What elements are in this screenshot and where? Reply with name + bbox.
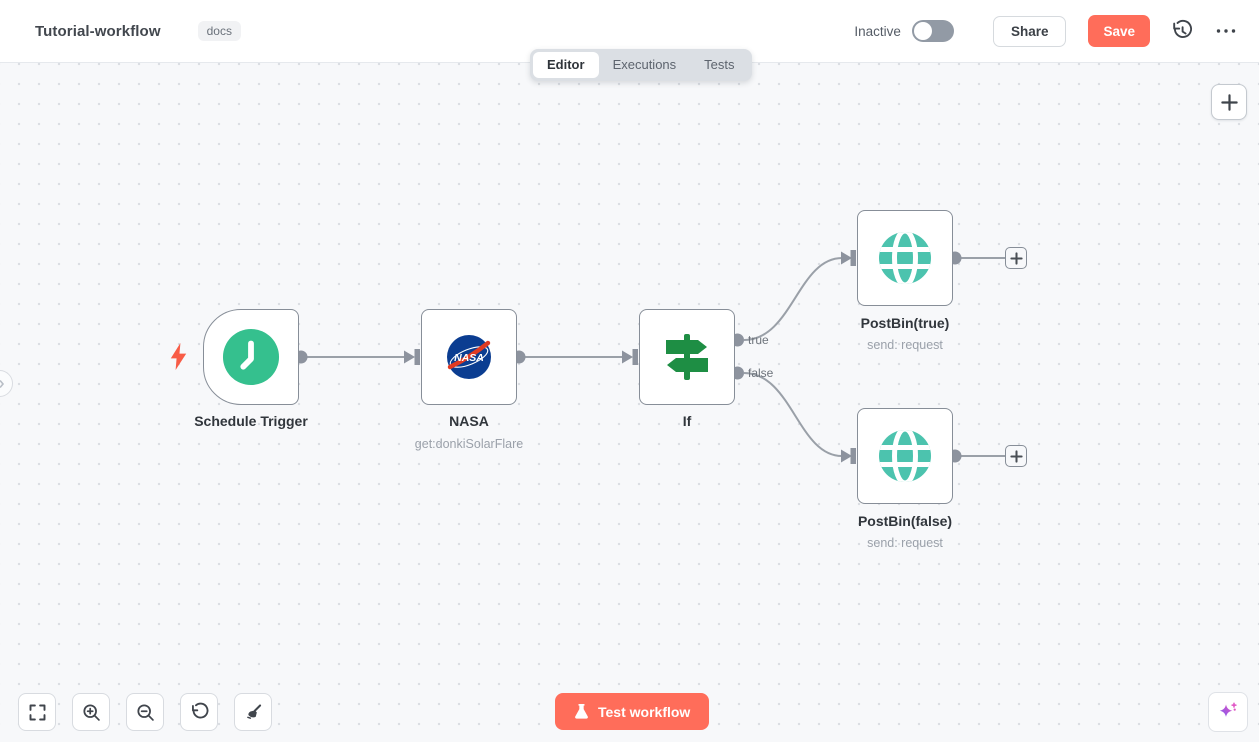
tab-tests[interactable]: Tests <box>704 57 735 72</box>
sparkles-icon <box>1219 702 1237 717</box>
reset-zoom-button[interactable] <box>180 693 218 731</box>
append-node-button-false[interactable] <box>1005 445 1027 467</box>
workflow-title[interactable]: Tutorial-workflow <box>35 22 161 40</box>
share-button[interactable]: Share <box>992 15 1067 47</box>
activation-status-label: Inactive <box>854 23 901 39</box>
test-workflow-button[interactable]: Test workflow <box>555 693 710 730</box>
history-icon <box>1173 19 1193 38</box>
flask-icon <box>575 704 588 719</box>
connections-layer <box>294 250 1005 464</box>
zoom-out-button[interactable] <box>126 693 164 731</box>
tidy-up-button[interactable] <box>234 693 272 731</box>
clock-icon <box>222 328 280 386</box>
add-node-button[interactable] <box>1211 84 1247 120</box>
connection-lines <box>301 257 1005 457</box>
test-workflow-label: Test workflow <box>598 703 691 720</box>
toggle-knob <box>913 22 932 40</box>
zoom-out-icon <box>136 703 154 721</box>
node-nasa[interactable]: NASA <box>421 309 517 405</box>
ellipsis-icon <box>1216 29 1236 33</box>
broom-icon <box>246 703 261 719</box>
activate-toggle[interactable] <box>911 20 954 42</box>
zoom-in-button[interactable] <box>72 693 110 731</box>
globe-icon <box>879 430 931 482</box>
zoom-to-fit-button[interactable] <box>18 693 56 731</box>
tab-executions[interactable]: Executions <box>612 57 677 72</box>
fit-view-icon <box>29 704 45 720</box>
plus-icon <box>1220 93 1238 111</box>
globe-icon <box>879 232 931 284</box>
more-menu-button[interactable] <box>1211 16 1241 46</box>
node-schedule-trigger[interactable] <box>203 309 299 405</box>
ai-assistant-button[interactable] <box>1208 692 1248 732</box>
plus-icon <box>1009 449 1023 463</box>
svg-text:NASA: NASA <box>454 352 484 364</box>
nasa-logo-icon: NASA <box>447 335 491 379</box>
top-bar: Tutorial-workflow docs Inactive Share Sa… <box>0 0 1259 63</box>
tab-editor[interactable]: Editor <box>533 52 599 78</box>
docs-tag-badge[interactable]: docs <box>197 21 241 41</box>
trigger-bolt-icon <box>170 343 187 370</box>
node-if[interactable] <box>639 309 735 405</box>
canvas-toolbar <box>18 693 272 731</box>
workflow-history-button[interactable] <box>1167 16 1197 46</box>
plus-icon <box>1009 251 1023 265</box>
chevron-right-icon <box>0 379 4 388</box>
undo-rotate-icon <box>191 702 208 718</box>
node-postbin-false[interactable] <box>857 408 953 504</box>
zoom-in-icon <box>82 703 100 721</box>
append-node-button-true[interactable] <box>1005 247 1027 269</box>
workflow-canvas[interactable]: Schedule Trigger NASA NASA get:donkiSola… <box>0 63 1259 742</box>
signpost-icon <box>666 334 708 380</box>
save-button[interactable]: Save <box>1088 15 1150 47</box>
node-postbin-true[interactable] <box>857 210 953 306</box>
view-tabs: Editor Executions Tests <box>530 49 752 81</box>
